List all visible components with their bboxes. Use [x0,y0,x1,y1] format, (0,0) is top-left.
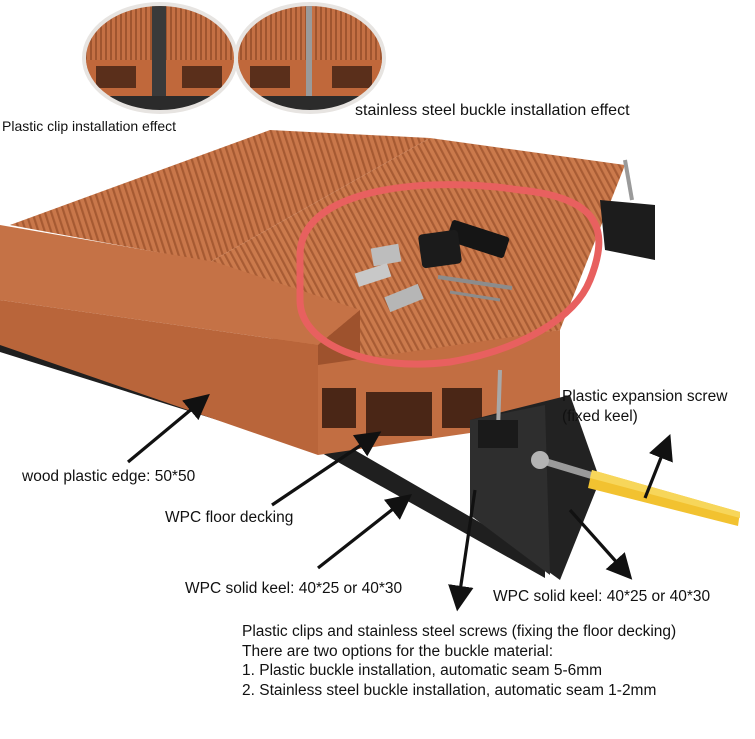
arrow-keel-right [568,508,633,580]
steel-buckle-inset-photo [234,2,386,114]
wpc-solid-keel-left-label: WPC solid keel: 40*25 or 40*30 [185,580,403,597]
note-line: 1. Plastic buckle installation, automati… [242,662,603,679]
decking-screw [478,369,518,448]
arrow-expansion-screw [643,434,673,499]
installation-notes: Plastic clips and stainless steel screws… [242,622,676,700]
expansion-screw-anchor [531,451,740,526]
arrow-keel-left [317,494,413,570]
plastic-clip-inset-photo [82,2,238,114]
arrow-edge [126,393,210,464]
arrow-floor-decking [271,431,382,507]
wood-plastic-edge-label: wood plastic edge: 50*50 [22,468,196,485]
note-line: There are two options for the buckle mat… [242,642,554,660]
wpc-floor-decking-label: WPC floor decking [165,509,294,526]
arrow-clips [448,489,477,612]
decking-board-left [10,130,430,262]
expansion-screw-label-line1: Plastic expansion screw [562,388,728,405]
note-line: Plastic clips and stainless steel screws… [242,623,677,640]
plastic-clip-effect-label: Plastic clip installation effect [2,118,177,134]
callout-arrows [126,393,673,612]
wpc-solid-keel-right-label: WPC solid keel: 40*25 or 40*30 [493,588,711,605]
steel-buckle-effect-label: stainless steel buckle installation effe… [355,102,630,119]
plastic-clips-and-screws [354,159,634,313]
clip-highlight-ring [296,181,603,368]
note-line: 2. Stainless steel buckle installation, … [242,681,657,699]
expansion-screw-label-line2: (fixed keel) [562,408,638,425]
